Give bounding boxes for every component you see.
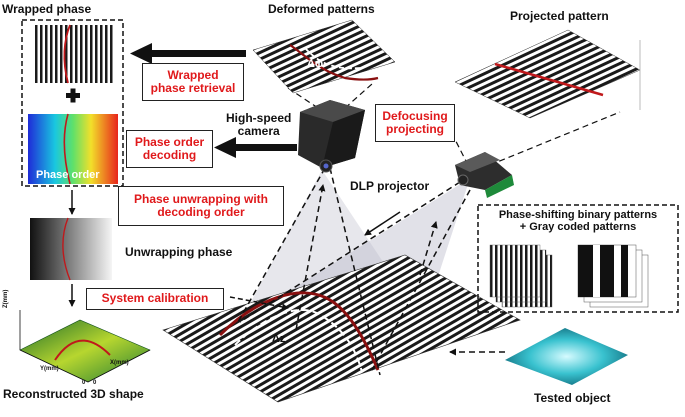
projector-to-projected-right	[489, 111, 621, 166]
step-phase-unwrapping: Phase unwrapping with decoding order	[118, 186, 284, 226]
projector-ray-1	[239, 181, 461, 323]
camera-to-deformed-right	[344, 83, 373, 109]
wrapped-phase-title: Wrapped phase	[2, 2, 92, 16]
step-wrapped-phase-retrieval: Wrapped phase retrieval	[142, 63, 244, 101]
gray-code-stack	[577, 244, 649, 308]
wrapped-phase-red-line	[63, 24, 71, 84]
thick-arrow-retrieval	[130, 43, 246, 64]
camera-icon	[298, 100, 365, 173]
axis-x-label: X(mm)	[110, 360, 129, 366]
beam-arrow-1	[295, 184, 326, 331]
binary-patterns-title: Phase-shifting binary patterns + Gray co…	[498, 209, 658, 233]
axis-z-label: Z(mm)	[3, 289, 9, 308]
axis-zero-a: 0	[82, 380, 86, 386]
axis-y-label: Y(mm)	[40, 366, 59, 372]
phase-order-label: Phase order	[36, 169, 100, 181]
reconstructed-3d-image	[19, 310, 151, 383]
camera-label: High-speed camera	[226, 111, 292, 138]
phase-order-red-line	[63, 113, 71, 185]
phase-order-image	[28, 114, 118, 184]
projector-label: DLP projector	[350, 179, 430, 193]
step-system-calibration: System calibration	[86, 288, 224, 310]
reconstructed-label: Reconstructed 3D shape	[3, 387, 144, 401]
unwrapping-phase-label: Unwrapping phase	[125, 245, 233, 259]
step-defocusing-projecting: Defocusing projecting	[375, 104, 455, 142]
unwrapping-phase-image	[30, 218, 112, 280]
projected-pattern-title: Projected pattern	[510, 9, 609, 23]
unwrapping-red-line	[62, 217, 71, 281]
calibration-arrow	[229, 296, 289, 311]
deformed-patterns-image	[252, 19, 396, 94]
binary-patterns-box	[477, 204, 679, 313]
delta-phi-label: Δϕ	[307, 58, 324, 70]
wrapped-phase-image	[33, 25, 113, 83]
beam-arrow-4	[364, 211, 401, 236]
plus-icon	[66, 88, 80, 103]
delta-z-label: Δz	[272, 333, 286, 345]
camera-ray-2	[329, 167, 381, 376]
binary-pattern-stack	[489, 244, 553, 308]
deformed-patterns-title: Deformed patterns	[268, 2, 375, 16]
measurement-plane	[162, 254, 521, 403]
step-phase-order-decoding: Phase order decoding	[126, 130, 213, 168]
axis-zero-b: 0	[93, 380, 97, 386]
projector-icon	[455, 152, 514, 198]
thick-arrow-decoding	[214, 137, 297, 158]
tested-object-label: Tested object	[534, 391, 611, 405]
projector-ray-2	[371, 189, 471, 371]
tested-object-image	[505, 328, 628, 385]
projected-pattern-image	[454, 29, 641, 119]
wrapped-phase-box	[21, 19, 124, 187]
